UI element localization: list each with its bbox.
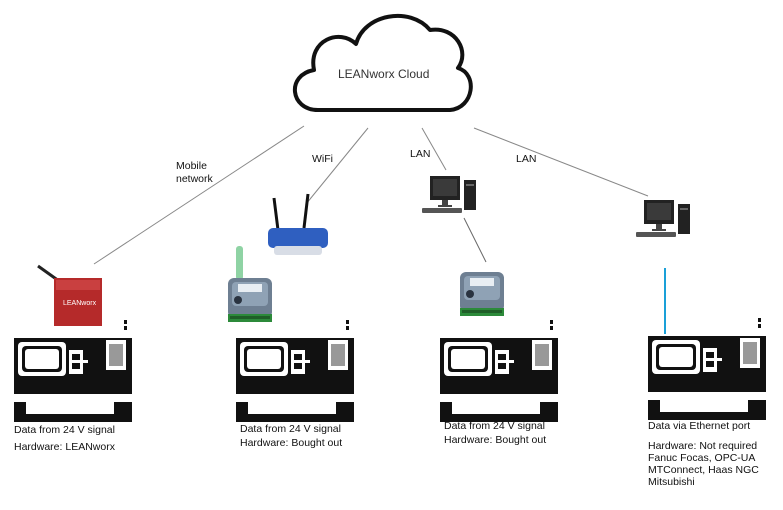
machine-2-line2: Hardware: Bought out: [240, 437, 343, 449]
cloud-shape: [293, 14, 473, 112]
machine-4-line3: Fanuc Focas, OPC-UA: [648, 452, 756, 464]
lan-io-module-icon: [460, 272, 504, 316]
lan-link-1: [421, 127, 447, 171]
machine-3-line1: Data from 24 V signal: [444, 420, 545, 432]
desktop-pc-icon-2: [636, 200, 690, 237]
mobile-network-label-line2: network: [176, 173, 213, 185]
wifi-label: WiFi: [312, 153, 333, 165]
machine-1-line1: Data from 24 V signal: [14, 424, 115, 436]
lan-link-2: [473, 127, 649, 197]
wireless-io-module-icon: [228, 246, 272, 322]
machine-3-line2: Hardware: Bought out: [444, 434, 547, 446]
lan-label-1: LAN: [410, 148, 431, 160]
machine-4-line2: Hardware: Not required: [648, 440, 758, 452]
leanworx-box-label: LEANworx: [63, 300, 97, 307]
machine-1-line2: Hardware: LEANworx: [14, 441, 115, 453]
wifi-router-icon: [268, 193, 328, 255]
wifi-link: [305, 127, 369, 205]
mobile-network-label-line1: Mobile: [176, 160, 207, 172]
desktop-pc-icon-1: [422, 176, 476, 213]
cnc-machine-icon-1: [14, 320, 132, 422]
pc-module-link: [463, 217, 487, 263]
cloud-label: LEANworx Cloud: [338, 67, 430, 81]
machine-4-line5: Mitsubishi: [648, 476, 695, 488]
machine-4-line1: Data via Ethernet port: [648, 420, 751, 432]
cnc-machine-icon-2: [236, 320, 354, 422]
leanworx-box-icon: LEANworx: [37, 264, 102, 326]
mobile-network-link: [93, 125, 305, 265]
cnc-machine-icon-3: [440, 320, 558, 422]
machine-2-line1: Data from 24 V signal: [240, 423, 341, 435]
lan-label-2: LAN: [516, 153, 537, 165]
machine-4-line4: MTConnect, Haas NGC: [648, 464, 759, 476]
